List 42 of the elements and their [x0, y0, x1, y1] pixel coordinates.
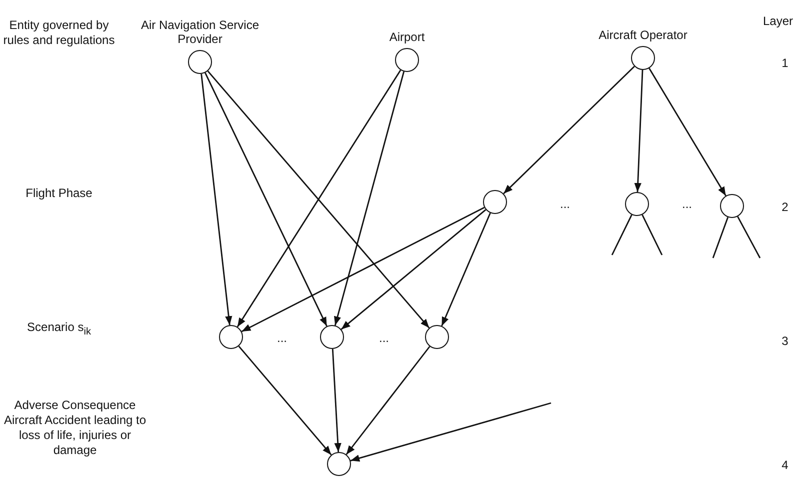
circle-node — [720, 194, 744, 218]
arrow — [204, 72, 328, 326]
ellipsis: ... — [558, 197, 571, 212]
layer-number: 3 — [780, 334, 790, 349]
arrow — [648, 68, 726, 196]
node-title: Air Navigation Service Provider — [140, 18, 260, 46]
layer-number: 4 — [780, 458, 790, 473]
row-label: Flight Phase — [24, 186, 94, 201]
layer-number: 1 — [780, 56, 790, 71]
arrow — [350, 402, 552, 462]
line — [737, 216, 761, 258]
row-label: Adverse Consequence Aircraft Accident leading to loss of life, injuries or damage — [2, 398, 148, 458]
circle-node — [483, 190, 507, 214]
row-label: Entity governed by rules and regulations — [2, 18, 116, 48]
arrow — [340, 209, 486, 330]
arrow — [236, 70, 402, 328]
arrow — [238, 346, 332, 456]
arrow — [241, 206, 485, 332]
arrow — [334, 71, 405, 326]
arrow — [332, 348, 342, 452]
line — [642, 214, 663, 256]
layer-number: 2 — [780, 200, 790, 215]
line — [611, 214, 632, 256]
ellipsis: ... — [276, 331, 288, 346]
ellipsis: ... — [680, 197, 693, 212]
circle-node — [219, 325, 243, 349]
arrow — [207, 70, 430, 328]
ellipsis: ... — [378, 331, 390, 346]
circle-node — [425, 325, 449, 349]
arrow — [503, 66, 635, 194]
circle-node — [327, 452, 351, 476]
arrow — [441, 212, 491, 326]
arrow — [634, 70, 644, 192]
circle-node — [320, 325, 344, 349]
circle-node — [625, 192, 649, 216]
row-label: Scenario s$_{ik}$ — [26, 320, 92, 340]
node-title: Airport — [388, 30, 426, 44]
column-heading: Layer — [762, 14, 794, 29]
node-title: Aircraft Operator — [598, 28, 688, 42]
line — [712, 217, 729, 258]
arrow — [200, 74, 232, 326]
arrow — [346, 346, 430, 455]
